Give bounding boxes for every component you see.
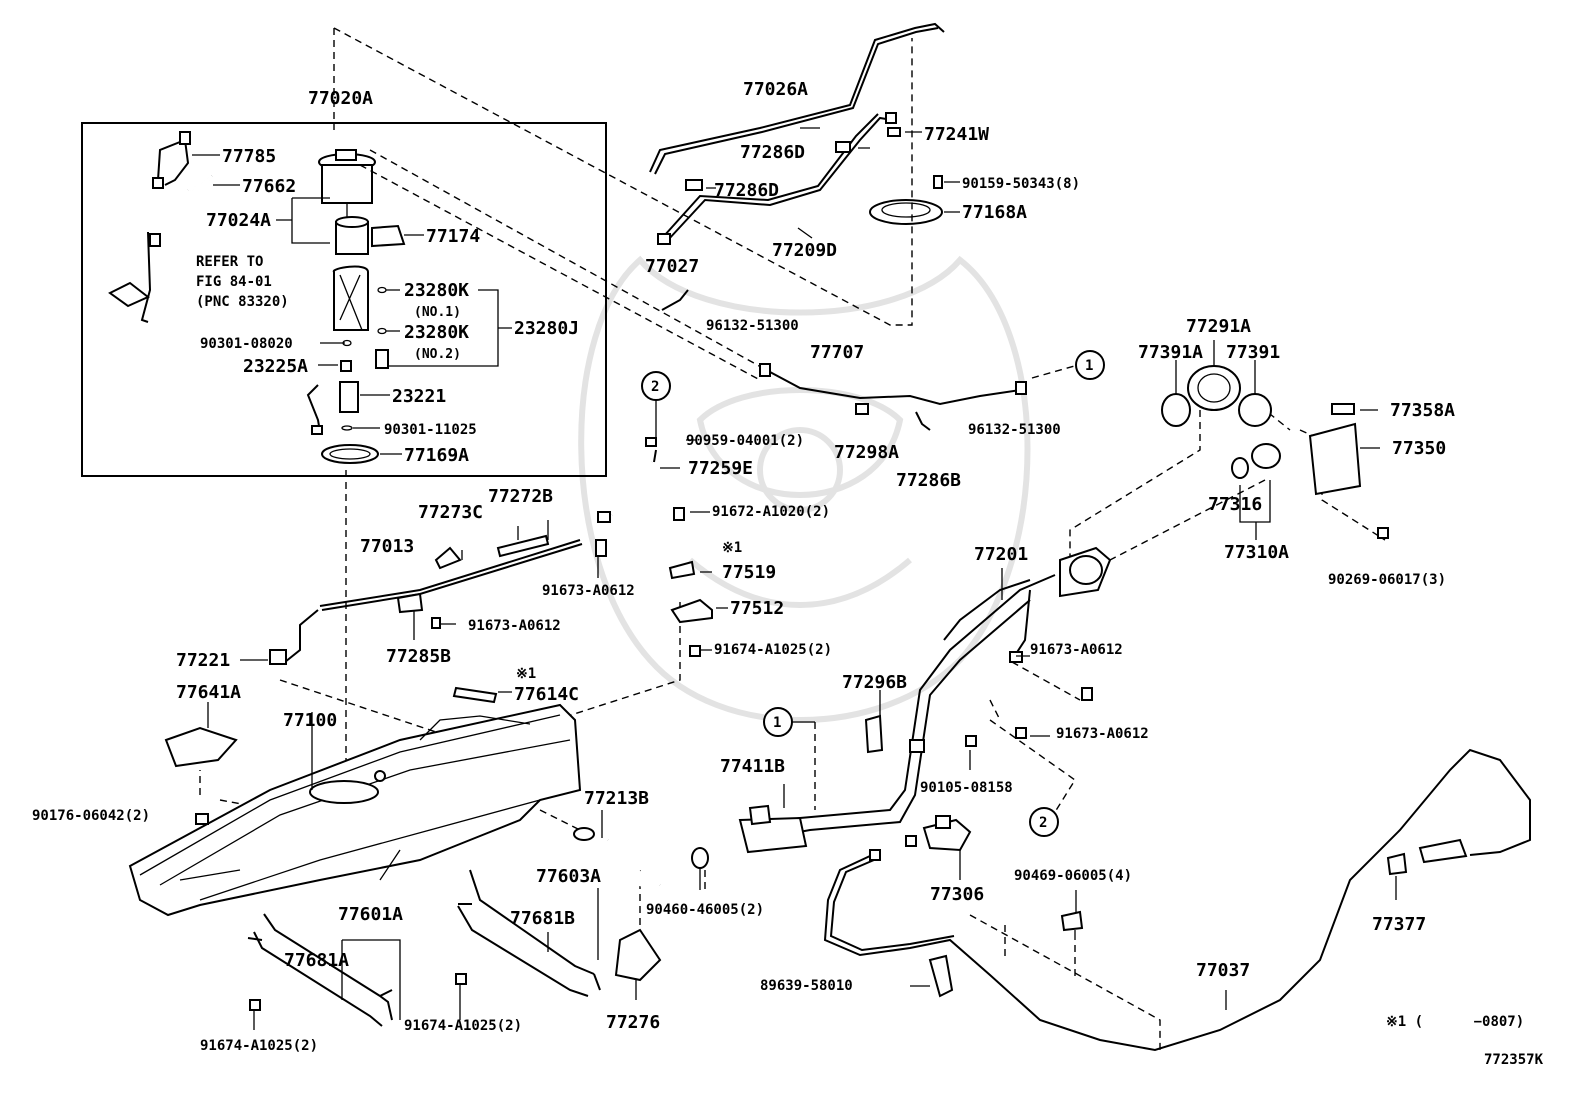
label-77272B: 77272B (488, 486, 553, 507)
label-90959-04001: 90959-04001(2) (686, 433, 804, 449)
circle-label-2a: 2 (651, 379, 659, 395)
label-77681A: 77681A (284, 950, 349, 971)
footnote: ※1 ( −0807) (1386, 1014, 1524, 1030)
label-77037: 77037 (1196, 960, 1250, 981)
label-77276: 77276 (606, 1012, 660, 1033)
cable-77037 (823, 748, 1531, 1052)
label-77286D-2: 77286D (714, 180, 779, 201)
label-91673-A0612-d: 91673-A0612 (1056, 726, 1149, 742)
label-no1: (NO.1) (414, 305, 461, 320)
label-90176-06042: 90176-06042(2) (32, 808, 150, 824)
label-77027: 77027 (645, 256, 699, 277)
label-77100: 77100 (283, 710, 337, 731)
label-mark1-a: ※1 (722, 540, 742, 556)
label-77285B: 77285B (386, 646, 451, 667)
label-23280J: 23280J (514, 318, 579, 339)
label-refer-1: REFER TO (196, 254, 263, 270)
label-77209D: 77209D (772, 240, 837, 261)
label-77221: 77221 (176, 650, 230, 671)
label-77641A: 77641A (176, 682, 241, 703)
label-77013: 77013 (360, 536, 414, 557)
tank-straps (247, 869, 601, 1030)
label-77681B: 77681B (510, 908, 575, 929)
circle-label-2b: 2 (1039, 815, 1047, 831)
label-91672-A1020: 91672-A1020(2) (712, 504, 830, 520)
label-23225A: 23225A (243, 356, 308, 377)
label-no2: (NO.2) (414, 347, 461, 362)
label-91673-A0612-a: 91673-A0612 (542, 583, 635, 599)
label-91673-A0612-b: 91673-A0612 (468, 618, 561, 634)
fuel-pump-group (81, 122, 607, 477)
label-77377: 77377 (1372, 914, 1426, 935)
label-77168A: 77168A (962, 202, 1027, 223)
label-89639-58010: 89639-58010 (760, 978, 853, 994)
label-77296B: 77296B (842, 672, 907, 693)
label-77241W: 77241W (924, 124, 989, 145)
label-91674-A1025-b: 91674-A1025(2) (200, 1038, 318, 1054)
label-77411B: 77411B (720, 756, 785, 777)
label-refer-2: FIG 84-01 (196, 274, 272, 290)
label-77601A: 77601A (338, 904, 403, 925)
vent-lines-group (649, 22, 960, 311)
label-77603A: 77603A (536, 866, 601, 887)
circle-label-1b: 1 (773, 715, 781, 731)
figure-code: 772357K (1484, 1052, 1544, 1068)
label-77020A: 77020A (308, 88, 373, 109)
label-23280K-2: 23280K (404, 322, 469, 343)
label-77286B: 77286B (896, 470, 961, 491)
label-90460-46005: 90460-46005(2) (646, 902, 764, 918)
label-77213B: 77213B (584, 788, 649, 809)
filler-hose-77213B (573, 810, 709, 1000)
label-90301-08020: 90301-08020 (200, 336, 293, 352)
label-77519: 77519 (722, 562, 776, 583)
label-77614C: 77614C (514, 684, 579, 705)
label-77358A: 77358A (1390, 400, 1455, 421)
label-mark1-b: ※1 (516, 666, 536, 682)
part-labels: 77020A 77785 77662 77024A 77174 REFER TO… (32, 79, 1544, 1068)
label-77512: 77512 (730, 598, 784, 619)
label-90105-08158: 90105-08158 (920, 780, 1013, 796)
label-77298A: 77298A (834, 442, 899, 463)
label-90269-06017: 90269-06017(3) (1328, 572, 1446, 588)
label-77024A: 77024A (206, 210, 271, 231)
label-77391A: 77391A (1138, 342, 1203, 363)
label-77350: 77350 (1392, 438, 1446, 459)
circle-label-1a: 1 (1085, 358, 1093, 374)
circle-markers (641, 350, 1105, 837)
tank-protectors (164, 686, 512, 768)
label-90469-06005: 90469-06005(4) (1014, 868, 1132, 884)
label-77310A: 77310A (1224, 542, 1289, 563)
label-77291A: 77291A (1186, 316, 1251, 337)
vent-hose-77707 (759, 363, 1027, 431)
label-refer-3: (PNC 83320) (196, 294, 289, 310)
label-77316: 77316 (1208, 494, 1262, 515)
label-91674-A1025-c: 91674-A1025(2) (404, 1018, 522, 1034)
label-77286D-1: 77286D (740, 142, 805, 163)
label-77273C: 77273C (418, 502, 483, 523)
label-77174: 77174 (426, 226, 480, 247)
label-91673-A0612-c: 91673-A0612 (1030, 642, 1123, 658)
label-77391: 77391 (1226, 342, 1280, 363)
label-77785: 77785 (222, 146, 276, 167)
label-77306: 77306 (930, 884, 984, 905)
label-23221: 23221 (392, 386, 446, 407)
evap-pipes-group (240, 437, 728, 665)
filler-cap-group (1161, 340, 1389, 540)
label-77201: 77201 (974, 544, 1028, 565)
label-91674-A1025-a: 91674-A1025(2) (714, 642, 832, 658)
label-96132-51300-b: 96132-51300 (968, 422, 1061, 438)
label-77707: 77707 (810, 342, 864, 363)
filler-pipe-77201 (738, 546, 1112, 854)
label-90159-50343: 90159-50343(8) (962, 176, 1080, 192)
label-90301-11025: 90301-11025 (384, 422, 477, 438)
fuel-tank (128, 703, 582, 917)
label-77259E: 77259E (688, 458, 753, 479)
label-77662: 77662 (242, 176, 296, 197)
label-96132-51300-a: 96132-51300 (706, 318, 799, 334)
label-77026A: 77026A (743, 79, 808, 100)
label-23280K-1: 23280K (404, 280, 469, 301)
label-77169A: 77169A (404, 445, 469, 466)
